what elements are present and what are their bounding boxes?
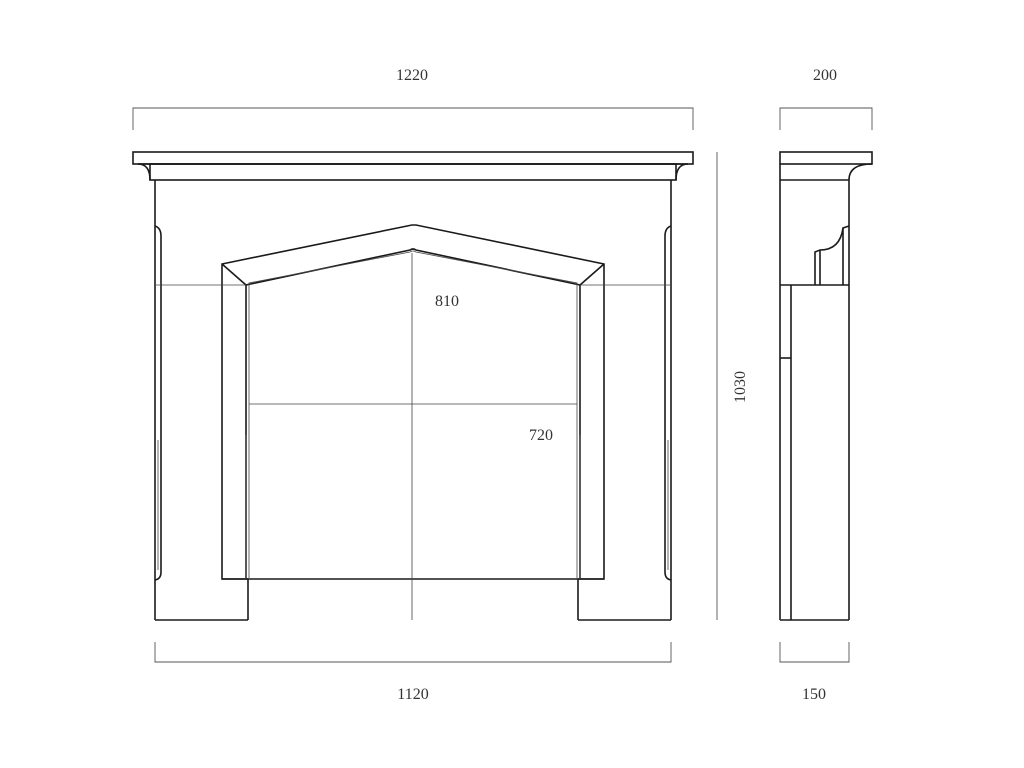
base-depth-dimension [779, 642, 850, 663]
right-pilaster-bead [664, 225, 672, 581]
arch-opening-inner [221, 248, 605, 580]
mantel-shelf [132, 151, 694, 181]
base-depth-label: 150 [802, 686, 826, 703]
overall-width-dimension [132, 107, 694, 130]
base-width-dimension [154, 642, 672, 663]
opening-width-label: 720 [529, 427, 553, 444]
left-pilaster-bead [154, 225, 162, 581]
front-elevation [132, 151, 694, 621]
shelf-depth-label: 200 [813, 67, 837, 84]
shelf-depth-dimension [779, 107, 873, 130]
overall-width-label: 1220 [396, 67, 428, 84]
dimension-lines [132, 107, 873, 663]
opening-height-label: 810 [435, 293, 459, 310]
base-width-label: 1120 [397, 686, 428, 703]
side-elevation [779, 151, 873, 621]
mantel-body [154, 180, 672, 621]
overall-height-label: 1030 [732, 371, 749, 403]
